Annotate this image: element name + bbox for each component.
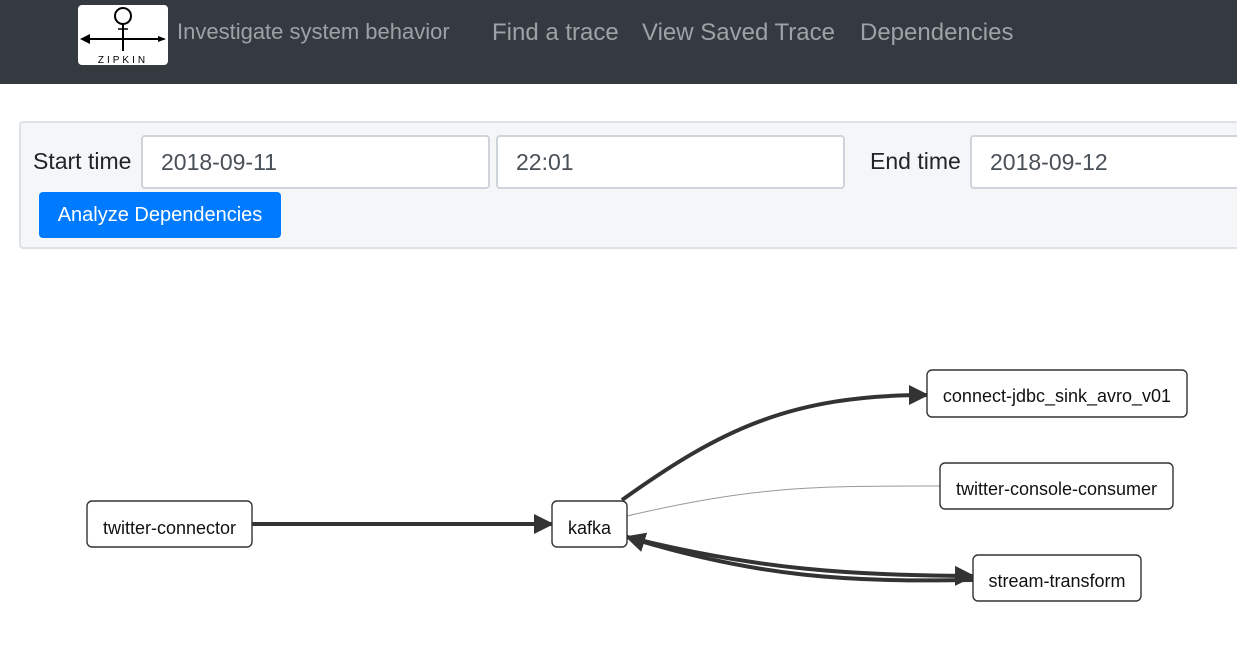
- edge-stream-transform-to-kafka: [625, 532, 974, 583]
- node-label: stream-transform: [988, 571, 1125, 591]
- node-label: twitter-console-consumer: [956, 479, 1157, 499]
- node-twitter-connector[interactable]: twitter-connector: [86, 500, 253, 548]
- nav-view-saved-trace[interactable]: View Saved Trace: [642, 19, 835, 46]
- logo-text: ZIPKIN: [98, 55, 148, 65]
- edge-kafka-to-stream-transform: [626, 535, 975, 586]
- node-twitter-console-consumer[interactable]: twitter-console-consumer: [939, 462, 1174, 510]
- edge-kafka-to-twitter-console-consumer: [626, 485, 941, 517]
- nav-find-trace[interactable]: Find a trace: [492, 19, 619, 46]
- start-time-input[interactable]: [496, 135, 845, 189]
- zipkin-logo-icon: ZIPKIN: [80, 7, 166, 65]
- analyze-dependencies-button[interactable]: Analyze Dependencies: [39, 192, 281, 238]
- node-label: connect-jdbc_sink_avro_v01: [943, 386, 1171, 407]
- node-label: twitter-connector: [103, 518, 236, 538]
- node-connect-jdbc-sink-avro-v01[interactable]: connect-jdbc_sink_avro_v01: [926, 369, 1188, 418]
- start-date-input[interactable]: [141, 135, 490, 189]
- node-label: kafka: [568, 518, 612, 538]
- top-navbar: ZIPKIN Investigate system behavior Find …: [0, 0, 1237, 84]
- zipkin-logo[interactable]: ZIPKIN: [78, 5, 168, 65]
- end-time-label: End time: [870, 148, 961, 174]
- nav-dependencies[interactable]: Dependencies: [860, 19, 1014, 46]
- start-time-label: Start time: [33, 148, 132, 174]
- edge-kafka-to-connect-jdbc: [620, 385, 929, 502]
- brand-tagline: Investigate system behavior: [177, 19, 450, 44]
- end-date-input[interactable]: [970, 135, 1237, 189]
- node-kafka[interactable]: kafka: [551, 500, 628, 548]
- node-stream-transform[interactable]: stream-transform: [972, 554, 1142, 602]
